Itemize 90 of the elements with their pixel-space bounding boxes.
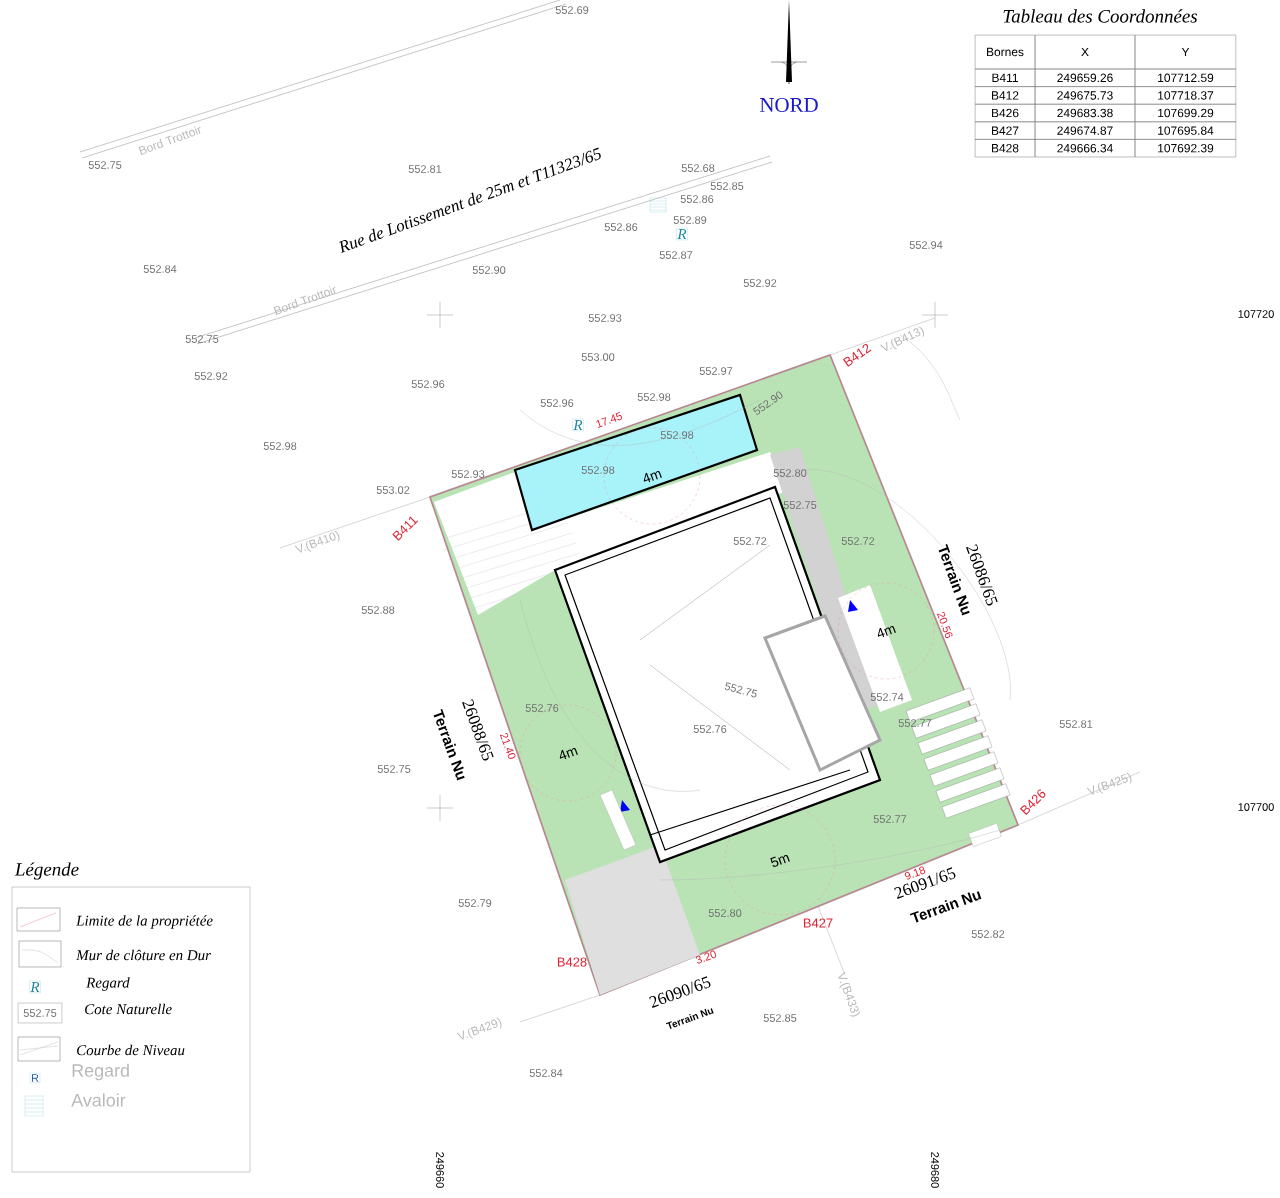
- boundary-marker-label: B428: [557, 957, 587, 967]
- table-cell: B426: [974, 104, 1036, 122]
- elevation-label: 552.92: [194, 372, 228, 380]
- elevation-label: 552.97: [699, 367, 733, 375]
- table-cell: 107712.59: [1135, 68, 1236, 87]
- elevation-label: 552.86: [604, 223, 638, 231]
- elevation-label: 552.81: [1059, 720, 1093, 728]
- table-cell: 249674.87: [1035, 121, 1135, 140]
- distance-label: 4m: [559, 748, 578, 760]
- elevation-label: 552.86: [680, 195, 714, 203]
- elevation-label: 552.80: [708, 909, 742, 917]
- legend-label: Mur de clôture en Dur: [76, 949, 211, 961]
- direction-label: Bord Trottoir: [273, 286, 336, 315]
- elevation-label: 552.77: [873, 815, 907, 823]
- elevation-label: 552.72: [733, 537, 767, 545]
- elevation-label: 552.92: [743, 279, 777, 287]
- table-cell: B428: [974, 139, 1036, 158]
- heading: Tableau des Coordonnées: [1003, 9, 1198, 23]
- grid-coordinate: 249680: [931, 1152, 939, 1188]
- heading: Légende: [14, 862, 79, 880]
- boundary-marker-label: B427: [803, 918, 833, 928]
- table-cell: 249683.38: [1035, 104, 1135, 122]
- table-cell: 107695.84: [1135, 121, 1236, 140]
- elevation-label: 552.85: [763, 1014, 797, 1022]
- elevation-label: 552.74: [870, 693, 904, 701]
- elevation-label: 552.79: [458, 899, 492, 907]
- elevation-label: 552.82: [971, 930, 1005, 938]
- direction-label: Bord Trottoir: [138, 126, 201, 155]
- elevation-label: 552.85: [710, 182, 744, 190]
- elevation-label: 552.80: [773, 469, 807, 477]
- elevation-label: 552.89: [673, 216, 707, 224]
- legend-label: Regard: [86, 977, 130, 991]
- elevation-label: 552.93: [451, 470, 485, 478]
- elevation-label: 552.76: [525, 704, 559, 712]
- elevation-label: 552.76: [693, 725, 727, 733]
- distance-label: 4m: [877, 626, 896, 638]
- table-cell: 249659.26: [1035, 68, 1135, 87]
- elevation-label: 552.75: [88, 161, 122, 169]
- elevation-label: 552.96: [540, 399, 574, 407]
- elevation-label: 552.84: [143, 265, 177, 273]
- table-cell: Y: [1135, 34, 1236, 70]
- legend-label: Avaloir: [71, 1093, 126, 1107]
- elevation-label: 552.69: [555, 6, 589, 14]
- elevation-label: 552.75: [185, 335, 219, 343]
- table-cell: B411: [974, 68, 1036, 87]
- dimension-label: 3.20: [695, 950, 717, 964]
- table-cell: 107692.39: [1135, 139, 1236, 158]
- elevation-label: 552.98: [581, 466, 615, 474]
- elevation-label: 552.81: [408, 165, 442, 173]
- dimension-label: 17.45: [596, 412, 623, 428]
- dimension-label: 20.56: [936, 611, 953, 639]
- elevation-label: 552.87: [659, 251, 693, 259]
- table-cell: 107718.37: [1135, 86, 1236, 105]
- elevation-label: 552.84: [529, 1069, 563, 1077]
- elevation-label: 553.02: [376, 486, 410, 494]
- parcel-label: Terrain Nu: [665, 1008, 714, 1029]
- elevation-label: 552.75: [724, 682, 758, 698]
- elevation-label: 553.00: [581, 353, 615, 361]
- legend-label: Cote Naturelle: [85, 1003, 172, 1015]
- elevation-label: 552.75: [377, 765, 411, 773]
- legend-label: Limite de la propriétée: [76, 915, 213, 929]
- elevation-label: 552.90: [472, 266, 506, 274]
- elevation-label: 552.75: [783, 501, 817, 509]
- table-cell: 249675.73: [1035, 86, 1135, 105]
- distance-label: 5m: [770, 854, 790, 867]
- grid-coordinate: 249660: [436, 1152, 444, 1188]
- elevation-label: 552.68: [681, 164, 715, 172]
- table-cell: 249666.34: [1035, 139, 1135, 158]
- table-cell: Bornes: [974, 34, 1036, 70]
- distance-label: 4m: [643, 471, 662, 483]
- elevation-label: 552.96: [411, 380, 445, 388]
- elevation-label: 552.93: [588, 314, 622, 322]
- elevation-sample: 552.75: [17, 1002, 63, 1024]
- legend-label: Courbe de Niveau: [77, 1044, 185, 1056]
- elevation-label: 552.88: [361, 606, 395, 614]
- north-label: NORD: [759, 97, 818, 113]
- elevation-label: 552.98: [263, 442, 297, 450]
- elevation-label: 552.72: [841, 537, 875, 545]
- elevation-label: 552.98: [637, 393, 671, 401]
- grid-coordinate: 107720: [1238, 310, 1274, 318]
- elevation-label: 552.98: [660, 431, 694, 439]
- table-cell: B412: [974, 86, 1036, 105]
- table-cell: 107699.29: [1135, 104, 1236, 122]
- parcel-label: Terrain Nu: [433, 708, 465, 781]
- grid-coordinate: 107700: [1238, 803, 1274, 811]
- elevation-label: 552.94: [909, 241, 943, 249]
- table-cell: B427: [974, 121, 1036, 140]
- table-cell: X: [1035, 34, 1135, 70]
- dimension-label: 21.40: [499, 732, 516, 759]
- legend-label: Regard: [72, 1063, 129, 1081]
